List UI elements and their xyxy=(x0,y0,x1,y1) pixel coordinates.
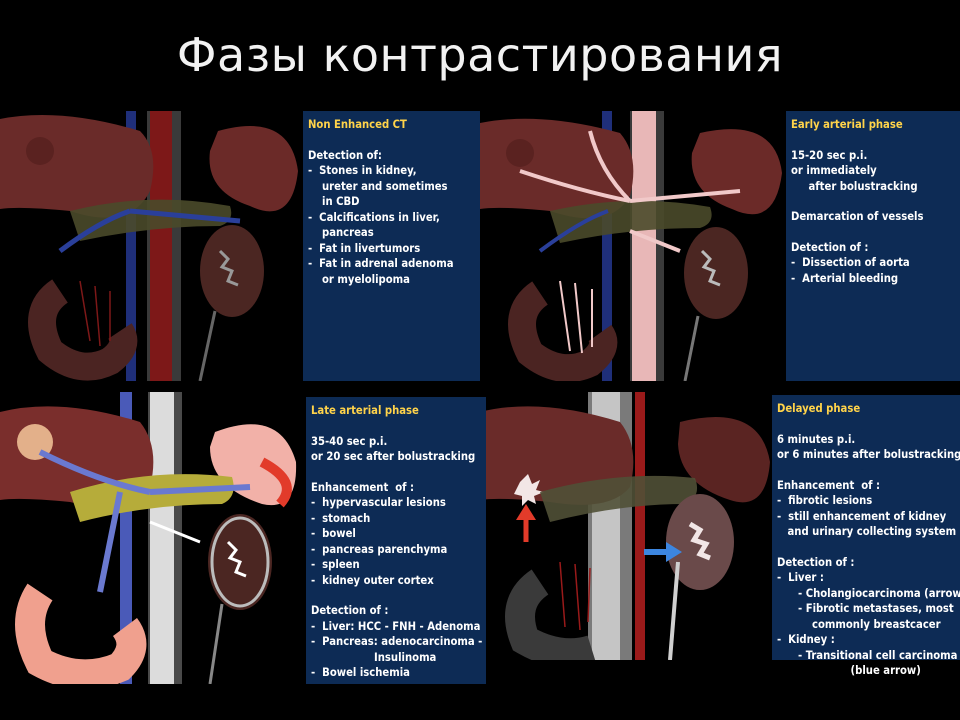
panel-line: - Pancreas: adenocarcinoma - xyxy=(311,635,483,648)
panel-line: (blue arrow) xyxy=(777,664,921,677)
panel-line: 35-40 sec p.i. xyxy=(311,434,388,448)
panel-line: Demarcation of vessels xyxy=(791,210,924,223)
panel-line: after bolustracking xyxy=(791,179,918,193)
panel-line: Enhancement of : xyxy=(311,480,415,494)
panel-line: - Fibrotic metastases, most xyxy=(777,602,954,615)
illustration-early-arterial xyxy=(480,111,786,381)
panel-line: - Calcifications in liver, xyxy=(308,210,440,224)
panel-line: ureter and sometimes xyxy=(308,179,448,193)
panel-line: Detection of : xyxy=(777,555,855,569)
panel-line: - hypervascular lesions xyxy=(311,496,446,509)
panel-line: - Arterial bleeding xyxy=(791,271,899,285)
panel-line: - Fat in livertumors xyxy=(308,241,421,255)
panel-line: - kidney outer cortex xyxy=(311,573,434,587)
panel-line: - stomach xyxy=(311,511,371,525)
panel-line: - spleen xyxy=(311,558,360,571)
panel-line: or myelolipoma xyxy=(308,272,410,286)
panel-line: - Stones in kidney, xyxy=(308,164,417,177)
panel-line: - still enhancement of kidney xyxy=(777,509,947,523)
panel-line: - bowel xyxy=(311,527,356,540)
panel-heading: Late arterial phase xyxy=(311,404,419,417)
illustration-delayed xyxy=(480,392,772,660)
panel-line: commonly breastcacer xyxy=(777,617,941,631)
panel-line: - Transitional cell carcinoma xyxy=(777,648,958,662)
panel-heading: Delayed phase xyxy=(777,402,861,415)
panel-line: or 6 minutes after bolustracking xyxy=(777,448,960,461)
panel-line: - Liver: HCC - FNH - Adenoma xyxy=(311,619,481,633)
panel-delayed: Delayed phase 6 minutes p.i. or 6 minutes … xyxy=(772,395,960,677)
panel-line: - Cholangiocarcinoma (arrow) xyxy=(777,586,960,600)
panel-line: and urinary collecting system xyxy=(777,525,957,538)
panel-line: - Kidney : xyxy=(777,633,835,646)
panel-line: pancreas xyxy=(308,226,374,239)
panel-line: in CBD xyxy=(308,195,360,208)
panel-line: 15-20 sec p.i. xyxy=(791,148,868,162)
illustration-non-enhanced xyxy=(0,111,303,381)
panel-line: Detection of : xyxy=(791,240,869,254)
panel-heading: Early arterial phase xyxy=(791,118,903,131)
panel-line: - Dissection of aorta xyxy=(791,256,910,269)
panel-line: or 20 sec after bolustracking xyxy=(311,450,476,463)
illustration-late-arterial xyxy=(0,392,306,684)
panel-non-enhanced: Non Enhanced CT Detection of: - Stones in … xyxy=(303,111,480,381)
panel-early-arterial: Early arterial phase 15-20 sec p.i. or imm… xyxy=(786,111,960,381)
panel-line: - Bowel ischemia xyxy=(311,666,410,679)
panel-line: - Liver : xyxy=(777,571,824,584)
panel-line: Enhancement of : xyxy=(777,478,881,492)
panel-line: Detection of: xyxy=(308,148,382,162)
panel-line: Detection of : xyxy=(311,604,389,617)
panel-line: - fibrotic lesions xyxy=(777,494,873,507)
panel-late-arterial: Late arterial phase 35-40 sec p.i. or 20 s… xyxy=(306,397,486,684)
panel-line: - pancreas parenchyma xyxy=(311,542,448,556)
panel-line: Insulinoma xyxy=(311,650,437,664)
panel-line: 6 minutes p.i. xyxy=(777,432,856,446)
panel-line: - Fat in adrenal adenoma xyxy=(308,257,454,270)
page-title: Фазы контрастирования xyxy=(176,28,784,82)
panel-heading: Non Enhanced CT xyxy=(308,118,407,131)
panel-line: or immediately xyxy=(791,164,877,177)
